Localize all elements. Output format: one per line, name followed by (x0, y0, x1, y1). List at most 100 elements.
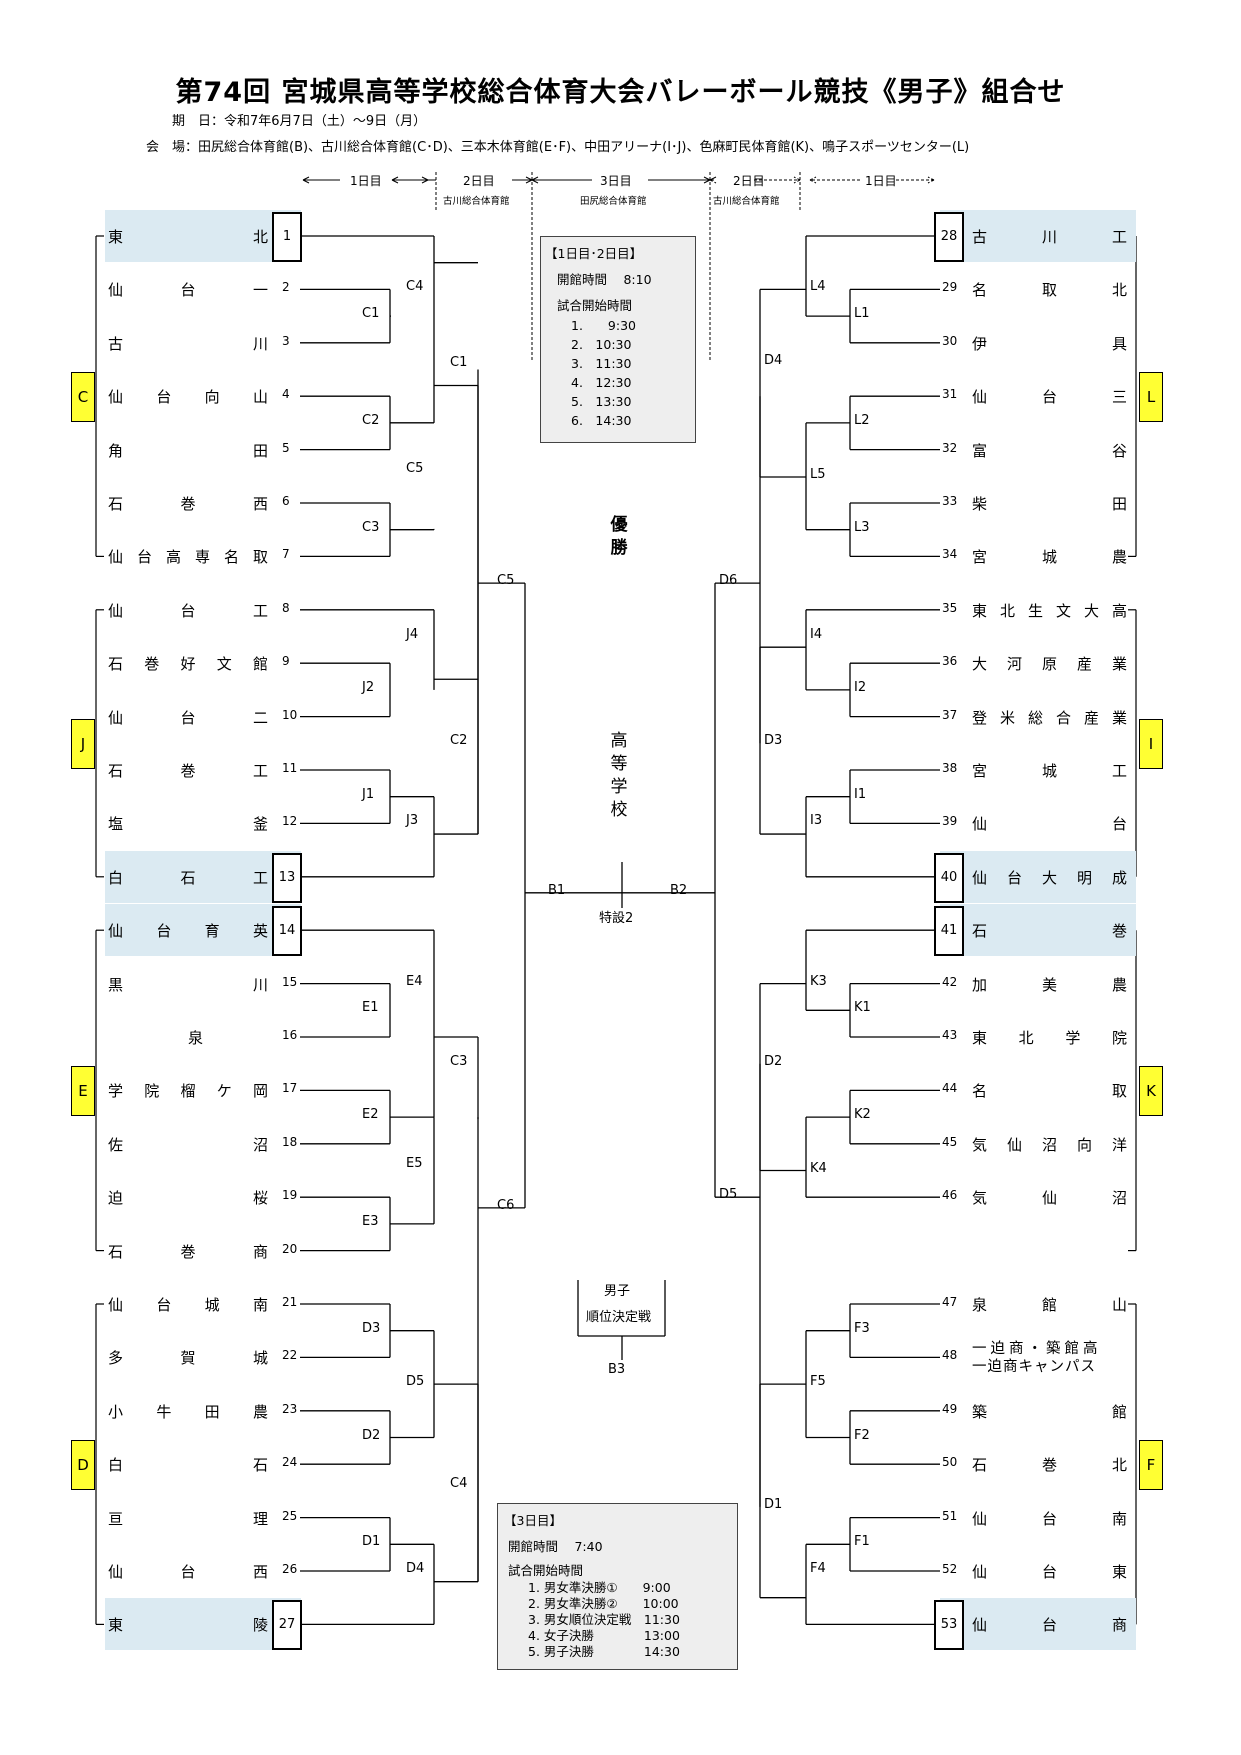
team-name: 仙台三 (972, 388, 1183, 407)
match-label: L1 (854, 306, 870, 322)
team-name: 石巻北 (972, 1456, 1183, 1475)
team-number: 9 (282, 654, 290, 669)
schedule-day3-item: 4. 女子決勝 13:00 (528, 1628, 680, 1643)
team-name: 石巻西 (108, 495, 326, 513)
team-number: 35 (942, 600, 958, 615)
team-entry: 多賀城 (108, 1345, 268, 1369)
special-court-label: 特設2 (599, 911, 634, 926)
schedule-day12-time: 2. 10:30 (571, 337, 632, 352)
team-entry: 仙台向山 (108, 384, 268, 408)
team-name: 仙台大明成 (972, 868, 1148, 887)
team-number: 42 (942, 974, 958, 989)
match-label: C1 (450, 354, 468, 370)
team-number-box: 1 (272, 212, 302, 262)
team-entry: 仙台城南 (108, 1292, 268, 1316)
team-number: 21 (282, 1295, 298, 1309)
bracket-line (709, 176, 717, 181)
bracket-line (927, 176, 935, 181)
bracket-line (703, 176, 711, 181)
team-entry: 塩釜 (108, 811, 268, 835)
team-entry: 東北生文大高 (972, 598, 1127, 622)
match-label: J3 (406, 813, 419, 829)
match-label: D6 (719, 573, 738, 589)
bracket-line (793, 176, 801, 181)
match-label: L2 (854, 412, 870, 428)
schedule-day12-start-label: 試合開始時間 (557, 298, 633, 313)
zone-label: I (1139, 719, 1163, 770)
team-entry: 富谷 (972, 438, 1127, 462)
team-name: 仙台一 (108, 281, 326, 300)
team-entry: 東北学院 (972, 1025, 1127, 1049)
schedule-day3-item: 2. 男女準決勝② 10:00 (528, 1596, 679, 1611)
team-number: 36 (942, 654, 958, 669)
team-number: 32 (942, 440, 958, 455)
team-name: 伊具 (972, 334, 1241, 353)
match-label: C4 (406, 279, 424, 295)
match-label: F1 (854, 1534, 870, 1550)
team-entry: 石巻工 (108, 758, 268, 782)
bracket-line (809, 176, 817, 181)
bracket-line (525, 176, 533, 181)
match-label: C2 (362, 412, 380, 428)
team-name: 宮城農 (972, 548, 1183, 567)
zone-label: C (71, 372, 95, 423)
team-name: 仙台商 (972, 1616, 1183, 1635)
team-number: 12 (282, 814, 298, 829)
match-label: L3 (854, 519, 870, 535)
team-entry: 加美農 (972, 972, 1127, 996)
team-entry: 柴田 (972, 491, 1127, 515)
team-entry: 石巻北 (972, 1452, 1127, 1476)
day3-label: 3日目 (600, 174, 632, 188)
team-number-box: 28 (934, 212, 964, 262)
team-entry: 泉館山 (972, 1292, 1127, 1316)
team-number: 37 (942, 707, 958, 722)
match-label: K3 (810, 973, 827, 989)
team-entry: 大河原産業 (972, 651, 1127, 675)
team-name: 仙台向山 (108, 388, 302, 407)
team-number: 17 (282, 1081, 298, 1096)
team-name: 石巻工 (108, 762, 326, 780)
page-title: 第74回 宮城県高等学校総合体育大会バレーボール競技《男子》組合せ (175, 77, 1066, 108)
team-entry: 白石 (108, 1452, 268, 1476)
team-entry: 仙台育英 (108, 918, 268, 942)
team-name: 佐沼 (108, 1135, 399, 1154)
day2-left-label: 2日目 (463, 174, 495, 188)
team-name: 角田 (108, 441, 399, 460)
zone-label: E (71, 1066, 95, 1117)
team-name: 大河原産業 (972, 655, 1148, 674)
ranking-label-line2: 順位決定戦 (586, 1310, 652, 1325)
team-number: 51 (942, 1508, 958, 1523)
schedule-day3-title: 【3日目】 (504, 1513, 562, 1528)
day2-right-label: 2日目 (733, 174, 765, 188)
school-label: 高等学校 (607, 730, 631, 822)
team-entry: 仙台西 (108, 1559, 268, 1583)
team-number: 15 (282, 974, 298, 989)
team-name-line2: 一迫商キャンパス (972, 1359, 1096, 1376)
team-number: 33 (942, 494, 958, 508)
match-label: B2 (670, 882, 688, 898)
team-entry: 気仙沼向洋 (972, 1132, 1127, 1156)
team-number-box: 40 (934, 852, 964, 903)
team-entry: 仙台三 (972, 384, 1127, 408)
team-entry: 名取 (972, 1078, 1127, 1102)
team-entry: 伊具 (972, 331, 1127, 355)
team-number: 6 (282, 494, 290, 508)
match-label: E3 (362, 1213, 379, 1229)
team-number: 24 (282, 1455, 298, 1470)
match-label: J4 (406, 626, 419, 642)
match-label: D2 (362, 1427, 381, 1443)
zone-label: F (1139, 1440, 1163, 1491)
team-entry: 仙台工 (108, 598, 268, 622)
team-name: 仙台城南 (108, 1296, 302, 1314)
team-name: 東北学院 (972, 1029, 1159, 1047)
match-label: D1 (362, 1534, 381, 1550)
match-label: D3 (362, 1320, 381, 1336)
team-number-box: 13 (272, 852, 302, 903)
match-label: J1 (362, 786, 375, 802)
match-label: J2 (362, 679, 375, 695)
team-name: 仙台育英 (108, 922, 302, 941)
team-entry: 東北 (108, 224, 268, 248)
bracket-line (703, 179, 711, 184)
